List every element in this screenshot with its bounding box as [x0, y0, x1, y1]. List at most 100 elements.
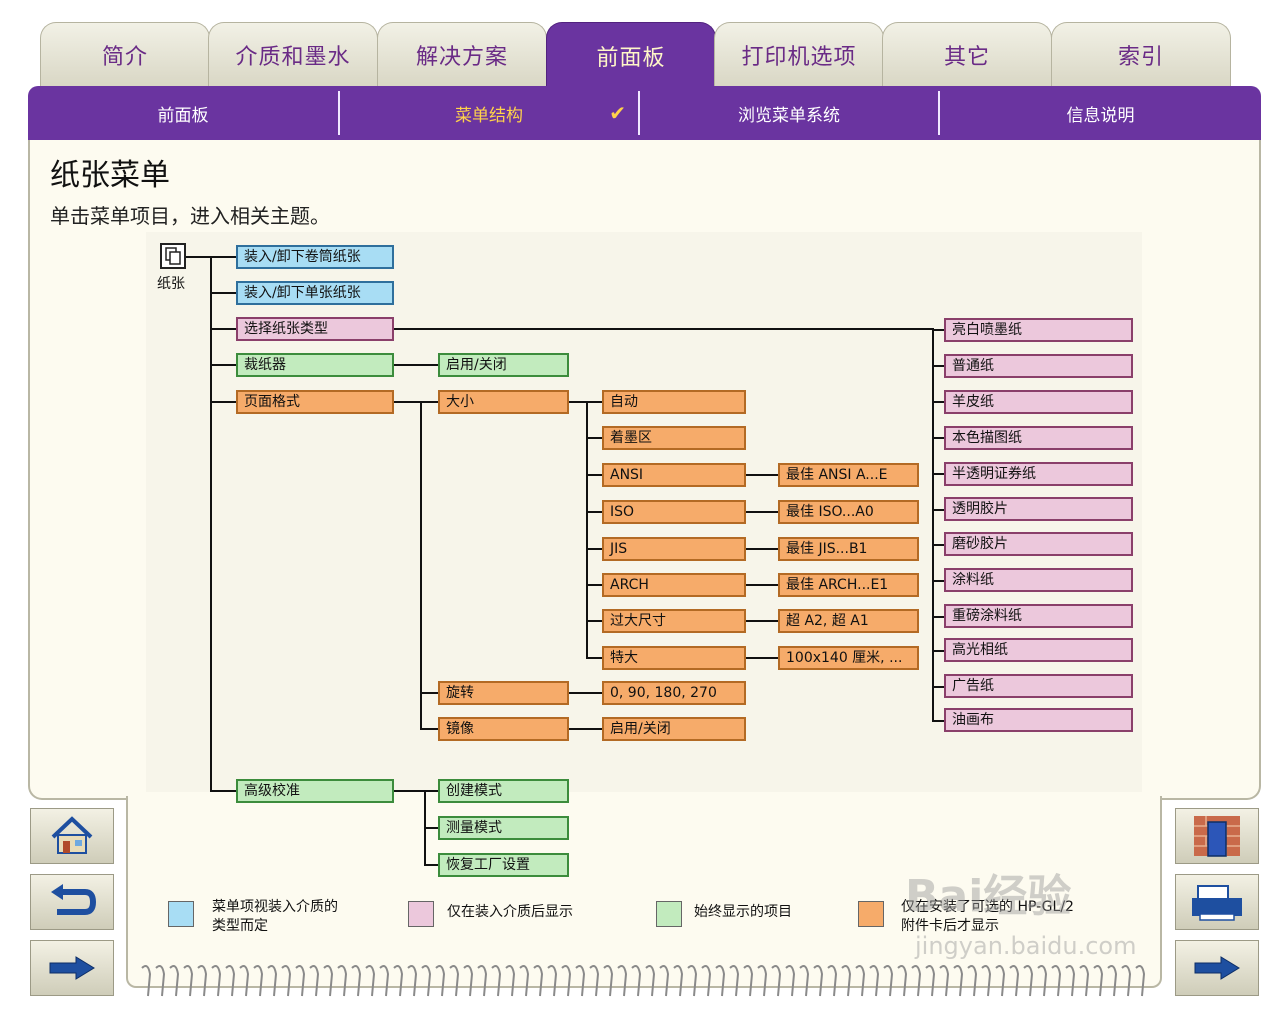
- spiral-loop: [183, 965, 194, 997]
- menu-size-sub-option[interactable]: 超 A2, 超 A1: [778, 609, 919, 633]
- connector-line: [586, 511, 602, 513]
- subtab-bar: 前面板 菜单结构 ✔ 浏览菜单系统 信息说明: [28, 86, 1261, 140]
- menu-size-sub-option[interactable]: 100x140 厘米, ...: [778, 646, 919, 670]
- tab-intro[interactable]: 简介: [40, 22, 210, 86]
- menu-size-option[interactable]: ISO: [602, 500, 746, 524]
- menu-size-option[interactable]: 自动: [602, 390, 746, 414]
- menu-mirror-toggle[interactable]: 启用/关闭: [602, 717, 746, 741]
- legend-line: 附件卡后才显示: [901, 918, 999, 934]
- menu-size-option[interactable]: 着墨区: [602, 426, 746, 450]
- tab-front-panel[interactable]: 前面板: [546, 22, 716, 88]
- paper-type-item[interactable]: 油画布: [944, 708, 1133, 732]
- exit-button[interactable]: [1175, 808, 1259, 864]
- spiral-loop: [939, 965, 950, 997]
- menu-size[interactable]: 大小: [438, 390, 569, 414]
- paper-type-item[interactable]: 广告纸: [944, 674, 1133, 698]
- spiral-loop: [155, 965, 166, 997]
- spiral-loop: [197, 965, 208, 997]
- paper-type-item[interactable]: 涂料纸: [944, 568, 1133, 592]
- paper-type-item[interactable]: 透明胶片: [944, 497, 1133, 521]
- printer-icon: [1192, 885, 1242, 921]
- menu-load-roll[interactable]: 装入/卸下卷筒纸张: [236, 245, 394, 269]
- connector-line: [420, 728, 438, 730]
- tab-printer-options[interactable]: 打印机选项: [714, 22, 884, 86]
- subtab-front-panel[interactable]: 前面板: [28, 86, 338, 140]
- menu-size-sub-option[interactable]: 最佳 ARCH...E1: [778, 573, 919, 597]
- menu-size-sub-option[interactable]: 最佳 ISO...A0: [778, 500, 919, 524]
- spiral-loop: [211, 965, 222, 997]
- tab-label: 打印机选项: [741, 44, 857, 70]
- menu-paper-type[interactable]: 选择纸张类型: [236, 317, 394, 341]
- menu-size-option[interactable]: ARCH: [602, 573, 746, 597]
- spiral-loop: [225, 965, 236, 997]
- subtab-menu-structure[interactable]: 菜单结构 ✔: [340, 86, 638, 140]
- spiral-loop: [477, 965, 488, 997]
- paper-type-item[interactable]: 羊皮纸: [944, 390, 1133, 414]
- spiral-loop: [589, 965, 600, 997]
- next-page-button[interactable]: [30, 940, 114, 996]
- menu-size-sub-option[interactable]: 最佳 JIS...B1: [778, 537, 919, 561]
- connector-line: [210, 256, 236, 258]
- tab-label: 前面板: [596, 45, 666, 71]
- tab-label: 介质和墨水: [235, 44, 351, 70]
- print-button[interactable]: [1175, 874, 1259, 930]
- menu-measure-pattern[interactable]: 测量模式: [438, 816, 569, 840]
- connector-line: [210, 790, 236, 792]
- menu-cutter-toggle[interactable]: 启用/关闭: [438, 353, 569, 377]
- menu-size-option[interactable]: 特大: [602, 646, 746, 670]
- tab-media-ink[interactable]: 介质和墨水: [208, 22, 378, 86]
- spiral-loop: [645, 965, 656, 997]
- forward-button[interactable]: [1175, 940, 1259, 996]
- tab-other[interactable]: 其它: [882, 22, 1052, 86]
- paper-type-item[interactable]: 普通纸: [944, 354, 1133, 378]
- spiral-loop: [393, 965, 404, 997]
- paper-menu-icon[interactable]: [160, 243, 186, 269]
- paper-type-item[interactable]: 重磅涂料纸: [944, 604, 1133, 628]
- spiral-loop: [295, 965, 306, 997]
- tab-solutions[interactable]: 解决方案: [377, 22, 547, 86]
- menu-calibration[interactable]: 高级校准: [236, 779, 394, 803]
- menu-page-format[interactable]: 页面格式: [236, 390, 394, 414]
- menu-size-option[interactable]: 过大尺寸: [602, 609, 746, 633]
- tab-label: 其它: [943, 44, 990, 70]
- subtab-messages[interactable]: 信息说明: [940, 86, 1261, 140]
- connector-line: [210, 328, 236, 330]
- menu-rotate[interactable]: 旋转: [438, 681, 569, 705]
- back-button[interactable]: [30, 874, 114, 930]
- subtab-browse-menu[interactable]: 浏览菜单系统: [640, 86, 938, 140]
- spiral-loop: [421, 965, 432, 997]
- spiral-loop: [771, 965, 782, 997]
- menu-size-option[interactable]: JIS: [602, 537, 746, 561]
- menu-mirror[interactable]: 镜像: [438, 717, 569, 741]
- spiral-loop: [1093, 965, 1104, 997]
- spiral-loop: [729, 965, 740, 997]
- connector-line: [210, 401, 236, 403]
- menu-size-sub-option[interactable]: 最佳 ANSI A...E: [778, 463, 919, 487]
- spiral-loop: [337, 965, 348, 997]
- spiral-loop: [799, 965, 810, 997]
- home-button[interactable]: [30, 808, 114, 864]
- menu-cutter[interactable]: 裁纸器: [236, 353, 394, 377]
- spiral-loop: [309, 965, 320, 997]
- paper-type-item[interactable]: 半透明证券纸: [944, 462, 1133, 486]
- spiral-loop: [491, 965, 502, 997]
- spiral-loop: [1079, 965, 1090, 997]
- paper-type-item[interactable]: 高光相纸: [944, 638, 1133, 662]
- menu-create-pattern[interactable]: 创建模式: [438, 779, 569, 803]
- menu-restore-factory[interactable]: 恢复工厂设置: [438, 853, 569, 877]
- next-page-icon: [49, 956, 95, 980]
- spiral-loop: [435, 965, 446, 997]
- spiral-loop: [1065, 965, 1076, 997]
- paper-type-item[interactable]: 本色描图纸: [944, 426, 1133, 450]
- paper-type-item[interactable]: 磨砂胶片: [944, 532, 1133, 556]
- spiral-loop: [841, 965, 852, 997]
- paper-type-item[interactable]: 亮白喷墨纸: [944, 318, 1133, 342]
- connector-line: [932, 509, 944, 511]
- legend-text: 菜单项视装入介质的类型而定: [212, 898, 338, 936]
- menu-size-option[interactable]: ANSI: [602, 463, 746, 487]
- menu-load-sheet[interactable]: 装入/卸下单张纸张: [236, 281, 394, 305]
- content-panel-lower: [126, 796, 1162, 988]
- menu-rotate-values[interactable]: 0, 90, 180, 270: [602, 681, 746, 705]
- tab-index[interactable]: 索引: [1051, 22, 1231, 86]
- page-subtitle: 单击菜单项目，进入相关主题。: [50, 204, 330, 228]
